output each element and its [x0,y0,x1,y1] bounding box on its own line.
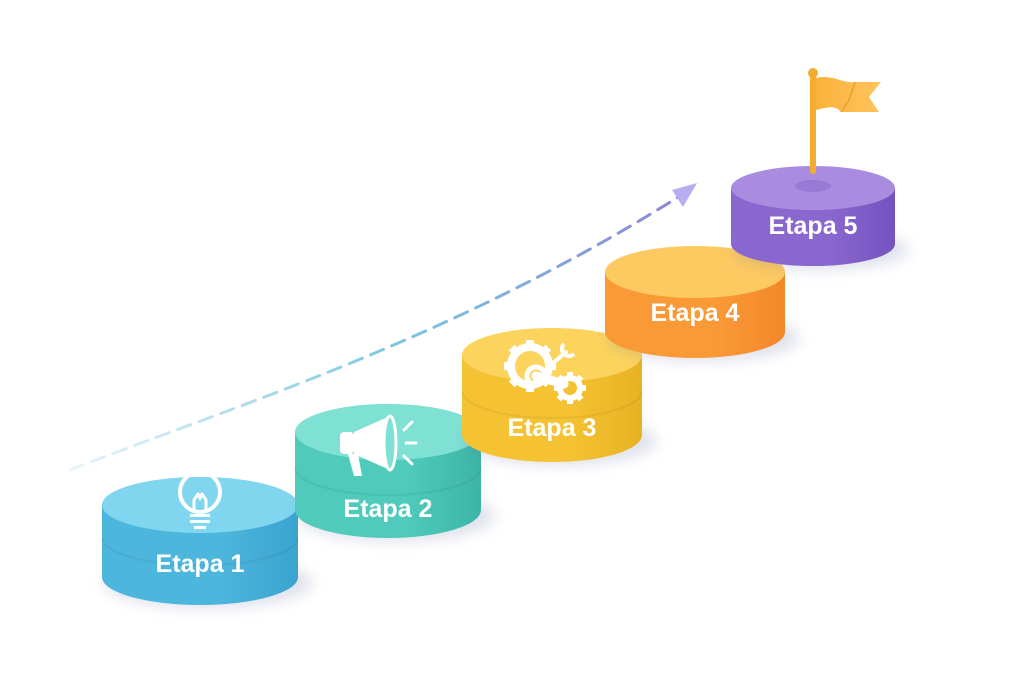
step-side [462,355,642,462]
flag-icon [795,68,881,192]
step-top [102,477,298,533]
arrow-head-icon [672,183,697,207]
step-top [605,246,785,298]
step-1: Etapa 1 [101,470,312,609]
step-5: Etapa 5 [731,68,909,270]
step-3: Etapa 3 [461,328,656,466]
step-label: Etapa 1 [156,550,245,578]
step-2: Etapa 2 [294,404,495,542]
step-seam [101,537,299,567]
step-label: Etapa 2 [344,495,433,523]
step-label: Etapa 4 [651,299,740,327]
step-seam [461,390,643,419]
gear-wrench-icon [504,340,586,404]
step-side [295,432,481,538]
progress-arrow [68,183,697,472]
step-side [731,188,895,266]
megaphone-icon [340,414,418,476]
progress-arrow-line [68,194,682,472]
lightbulb-icon [178,470,222,529]
step-4: Etapa 4 [605,246,799,362]
step-label: Etapa 3 [508,414,597,442]
step-label: Etapa 5 [769,212,858,240]
step-seam [294,467,482,497]
step-side [102,505,298,605]
